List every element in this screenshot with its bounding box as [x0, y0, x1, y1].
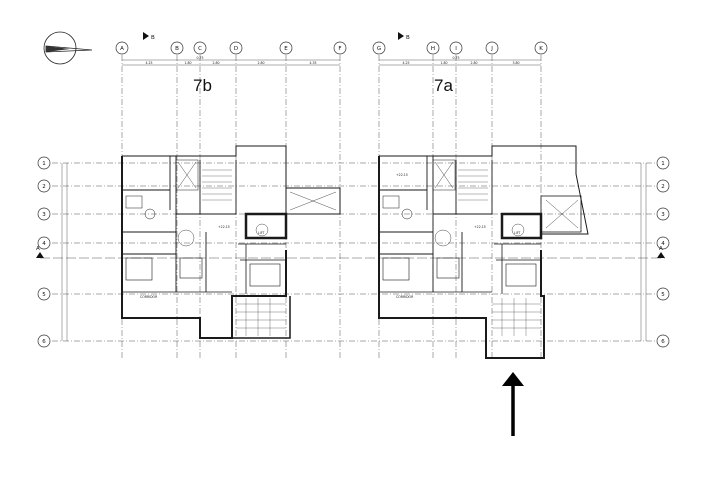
col-label-d: D — [234, 46, 238, 52]
plan-7a — [378, 145, 589, 359]
section-mark-b: B B — [143, 32, 410, 41]
col-label-f: F — [338, 46, 341, 52]
section-mark-a-label: A — [36, 246, 40, 252]
section-mark-b-label-2: B — [406, 35, 410, 41]
dim-label: 2.80 — [470, 61, 477, 65]
col-label-g: G — [377, 46, 381, 52]
level-label-7a-top: +22.15 — [396, 173, 408, 177]
dim-label: 0.75 — [452, 56, 459, 60]
col-label-h: H — [431, 46, 435, 52]
room-label-lift-7a: LIFT — [514, 231, 520, 235]
dim-label: 1.80 — [184, 61, 191, 65]
room-label-corridor: CORRIDOR — [140, 295, 158, 299]
dim-label: 4.25 — [402, 61, 409, 65]
dim-label: 3.80 — [512, 61, 519, 65]
col-label-b: B — [175, 46, 179, 52]
plan-title-7a: 7a — [434, 76, 453, 95]
col-label-j: J — [490, 46, 493, 52]
column-grid-7a — [378, 55, 542, 360]
direction-arrow-icon — [502, 372, 524, 436]
top-dimension-lines — [122, 59, 541, 66]
col-label-c: C — [198, 46, 202, 52]
plan-7b — [121, 145, 341, 339]
col-label-e: E — [284, 46, 288, 52]
col-label-a: A — [120, 46, 124, 52]
dim-label: 1.80 — [440, 61, 447, 65]
row-bubbles — [37, 156, 670, 348]
row-label-5: 5 — [42, 292, 46, 298]
column-bubbles — [115, 41, 548, 55]
row-label-3: 3 — [42, 212, 46, 218]
section-mark-b-label: B — [151, 35, 155, 41]
plan-title-7b: 7b — [193, 76, 212, 95]
room-label-lift: LIFT — [258, 231, 264, 235]
col-label-i: I — [455, 46, 457, 52]
row-label-6-right: 6 — [661, 339, 665, 345]
north-arrow-icon — [43, 31, 93, 65]
row-label-2-right: 2 — [661, 184, 665, 190]
row-label-4-right: 4 — [661, 241, 665, 247]
dim-label: 0.75 — [196, 56, 203, 60]
row-label-5-right: 5 — [661, 292, 665, 298]
row-label-1: 1 — [42, 161, 46, 167]
col-label-k: K — [539, 46, 543, 52]
row-label-3-right: 3 — [661, 212, 665, 218]
row-label-1-right: 1 — [661, 161, 665, 167]
row-label-6: 6 — [42, 339, 46, 345]
dim-label: 2.80 — [212, 61, 219, 65]
row-grid — [52, 162, 656, 342]
section-mark-a: A A — [36, 246, 665, 258]
row-label-4: 4 — [42, 241, 46, 247]
level-label: +22.15 — [218, 225, 230, 229]
dim-label: 4.35 — [309, 61, 316, 65]
side-dimension-lines — [61, 163, 647, 341]
dim-label: 4.25 — [145, 61, 152, 65]
dim-label: 2.80 — [257, 61, 264, 65]
room-label-corridor-7a: CORRIDOR — [396, 295, 414, 299]
section-mark-a-label-right: A — [659, 246, 663, 252]
level-label-7a: +22.15 — [474, 225, 486, 229]
row-label-2: 2 — [42, 184, 46, 190]
